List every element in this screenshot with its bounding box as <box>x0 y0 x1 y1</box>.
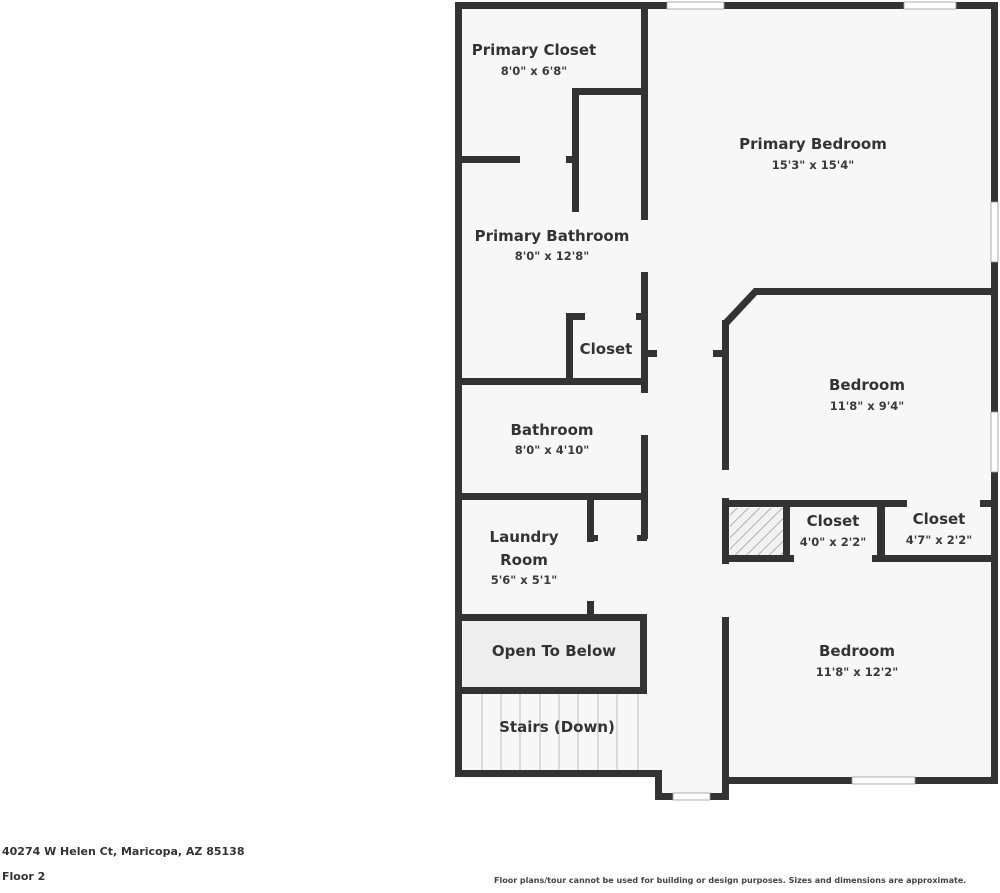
hatched-chase <box>730 508 783 555</box>
room-primary-closet-name: Primary Closet <box>472 41 596 59</box>
disclaimer-text: Floor plans/tour cannot be used for buil… <box>494 876 967 885</box>
room-primary-bathroom-name: Primary Bathroom <box>475 227 630 245</box>
room-bedroom-lower-dims: 11'8" x 12'2" <box>816 665 898 679</box>
windows <box>666 1 999 801</box>
room-closet-b-dims: 4'7" x 2'2" <box>906 533 972 547</box>
room-bedroom-upper-dims: 11'8" x 9'4" <box>830 399 904 413</box>
stairs-treads <box>481 694 639 770</box>
walls <box>455 2 998 800</box>
room-laundry-name-line1: Laundry <box>490 528 559 546</box>
room-primary-bedroom-dims: 15'3" x 15'4" <box>772 158 854 172</box>
room-closet-a-name: Closet <box>807 512 860 530</box>
room-stairs-name: Stairs (Down) <box>499 718 615 736</box>
room-bathroom-name: Bathroom <box>510 421 593 439</box>
room-laundry-dims: 5'6" x 5'1" <box>491 573 557 587</box>
room-bathroom-dims: 8'0" x 4'10" <box>515 443 589 457</box>
room-labels: Primary Closet 8'0" x 6'8" Primary Bedro… <box>472 41 972 736</box>
room-closet-a-dims: 4'0" x 2'2" <box>800 535 866 549</box>
property-address: 40274 W Helen Ct, Maricopa, AZ 85138 <box>2 845 245 858</box>
open-to-below-area <box>463 621 643 687</box>
floor-label: Floor 2 <box>2 870 46 883</box>
room-primary-bathroom-dims: 8'0" x 12'8" <box>515 249 589 263</box>
room-primary-closet-dims: 8'0" x 6'8" <box>501 64 567 78</box>
room-closet-small-name: Closet <box>580 340 633 358</box>
room-closet-b-name: Closet <box>913 510 966 528</box>
room-laundry-name-line2: Room <box>500 551 548 569</box>
room-primary-bedroom-name: Primary Bedroom <box>739 135 887 153</box>
room-bedroom-lower-name: Bedroom <box>819 642 895 660</box>
room-open-to-below-name: Open To Below <box>492 642 616 660</box>
room-bedroom-upper-name: Bedroom <box>829 376 905 394</box>
